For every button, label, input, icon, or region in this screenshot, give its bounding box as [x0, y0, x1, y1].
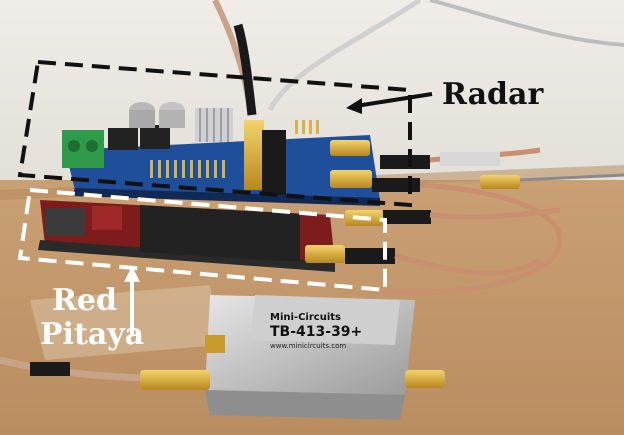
sma-connectors — [305, 140, 431, 264]
red-pitaya-callout-box — [17, 187, 387, 293]
red-pitaya-label-line1: Red — [52, 283, 117, 318]
tape — [30, 285, 220, 360]
red-pitaya-arrow-head — [124, 266, 140, 282]
amp-website-text: www.minicircuits.com — [270, 342, 346, 350]
radar-label: Radar — [442, 77, 544, 112]
radar-callout-box — [17, 59, 412, 208]
amp-brand-text: Mini-Circuits — [270, 312, 341, 323]
terminal-block — [62, 130, 104, 168]
amp-model-text: TB-413-39+ — [270, 324, 362, 340]
red-pitaya-label-line2: Pitaya — [40, 317, 145, 352]
radar-arrow-head — [346, 98, 362, 114]
